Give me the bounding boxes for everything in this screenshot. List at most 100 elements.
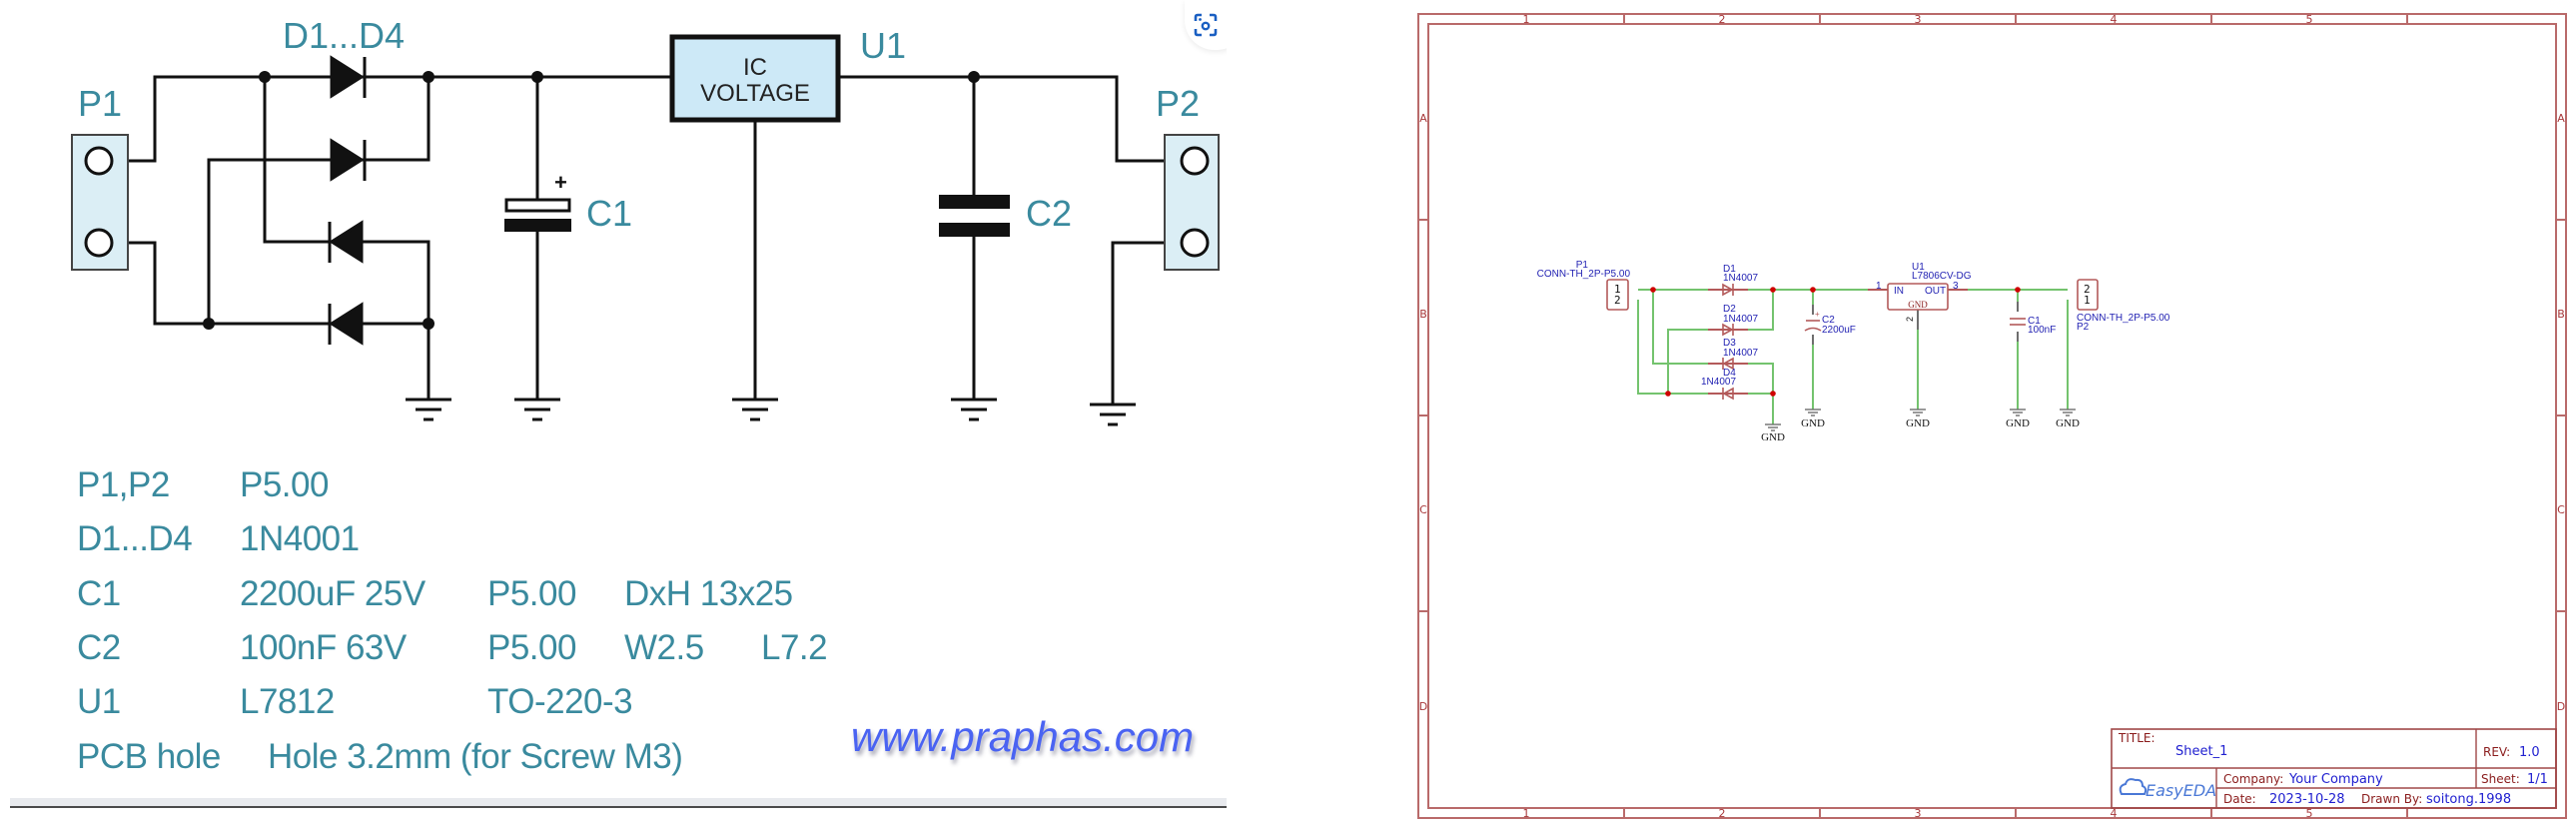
column-label: 1 [1523, 807, 1530, 820]
image-bottom-divider [10, 798, 1227, 808]
p2-pin1-number: 1 [2084, 294, 2091, 307]
date-label: Date: [2223, 792, 2256, 806]
drawn-by-value: soitong.1998 [2426, 792, 2511, 807]
c1-polarity-mark: + [554, 170, 567, 195]
d4-value: 1N4007 [1701, 377, 1736, 388]
bom-ref: C2 [77, 628, 121, 667]
c2-label: C2 [1026, 193, 1072, 234]
junction-dot [1770, 391, 1776, 397]
bom-size: DxH 13x25 [624, 574, 793, 613]
row-label: C [2557, 503, 2565, 516]
u1-pin2-number: 2 [1905, 317, 1915, 322]
bom-ref: D1...D4 [77, 519, 193, 558]
u1-pin1-number: 1 [1876, 281, 1882, 292]
ground-icon [406, 398, 451, 421]
c2-value: 2200uF [1822, 325, 1856, 336]
bom-pitch: P5.00 [487, 628, 576, 667]
drawn-by-label: Drawn By: [2361, 792, 2422, 806]
gray-pin-stubs [1812, 302, 2019, 345]
junction-dot [423, 318, 434, 330]
diode-d2-symbol [1722, 323, 1734, 337]
junction-dot [1665, 391, 1671, 397]
frame-row-labels: A B C D A B C D [1419, 112, 2565, 713]
gnd-label: GND [1801, 417, 1825, 429]
column-label: 3 [1915, 13, 1922, 26]
diode-symbols [1722, 283, 1734, 401]
p1-pin1-number: 1 [1614, 283, 1621, 296]
c1-ref: C1 [2028, 316, 2041, 327]
column-label: 4 [2111, 13, 2118, 26]
diode-d3-symbol [1722, 357, 1734, 371]
u1-label: U1 [860, 25, 906, 66]
bom-value: 2200uF 25V [240, 574, 426, 613]
p2-value: CONN-TH_2P-P5.00 [2077, 313, 2170, 324]
ground-icon [2010, 409, 2026, 416]
ground-icon [1090, 403, 1136, 426]
column-label: 4 [2111, 807, 2118, 820]
ground-icon [732, 398, 778, 421]
junction-dot [423, 71, 434, 83]
row-label: A [2557, 112, 2565, 125]
junction-dot [968, 71, 980, 83]
wire-output-rail [838, 75, 1165, 163]
title-label: TITLE: [2118, 731, 2155, 745]
d4-ref: D4 [1723, 368, 1736, 379]
visual-search-icon [1194, 13, 1218, 37]
bom-package: TO-220-3 [487, 682, 633, 721]
wire-top-rail [128, 75, 672, 163]
ground-icon [2060, 409, 2076, 416]
u1-pin-in-label: IN [1894, 286, 1904, 297]
junction-dot [2015, 287, 2021, 293]
connector-p2-symbol [1164, 134, 1220, 271]
sheet-title: Sheet_1 [2175, 744, 2227, 759]
row-label: D [1419, 700, 1427, 713]
p2-label: P2 [1156, 83, 1200, 124]
easyeda-logo: EasyEDA [2119, 778, 2216, 800]
frame-grid-ticks [1418, 14, 2566, 818]
gnd-label: GND [1761, 431, 1785, 443]
sheet-inner-frame [1427, 23, 2557, 809]
connector-p1-symbol [1606, 279, 1629, 311]
bom-value: 100nF 63V [240, 628, 407, 667]
net-wires [1637, 289, 2069, 424]
junction-dot [531, 71, 543, 83]
svg-text:+: + [1815, 310, 1820, 319]
row-label: C [1419, 503, 1427, 516]
bom-value: L7812 [240, 682, 335, 721]
junction-dot [203, 318, 215, 330]
capacitor-c1-symbol [504, 198, 571, 232]
wire-bridge-right-b [345, 240, 430, 400]
bom-width: W2.5 [624, 628, 704, 667]
ground-symbols [406, 398, 1136, 426]
d2-ref: D2 [1723, 304, 1736, 315]
u1-ref: U1 [1912, 262, 1925, 273]
bom-ref: C1 [77, 574, 121, 613]
diode-d4-symbol [1722, 387, 1734, 401]
cloud-icon [2119, 778, 2147, 795]
wire-bridge-left-a [263, 77, 345, 244]
ground-icon [1765, 423, 1781, 431]
junction-dot [1810, 287, 1816, 293]
regulator-ic-symbol [669, 34, 841, 123]
regulator-u1-symbol [1887, 283, 1949, 311]
connector-p1-symbol [71, 134, 129, 271]
wire-bridge-right-a [345, 77, 430, 162]
wire-bottom-ac [128, 241, 429, 326]
connector-p2-symbol [2077, 279, 2099, 311]
gnd-label: GND [1906, 417, 1930, 429]
diode-d4-symbol [328, 302, 364, 346]
wire-p2-gnd [1111, 241, 1165, 405]
logo-text: EasyEDA [2146, 781, 2216, 800]
column-label: 5 [2306, 807, 2313, 820]
ic-label-line2: VOLTAGE [700, 80, 810, 107]
wire-bridge-left-b [207, 158, 345, 324]
ground-icon [514, 398, 560, 421]
junction-dot [259, 71, 271, 83]
row-label: B [1419, 308, 1427, 321]
column-label: 2 [1719, 807, 1726, 820]
bom-ref: U1 [77, 682, 121, 721]
u1-value: L7806CV-DG [1912, 271, 1972, 282]
p1-pin2-number: 2 [1614, 294, 1621, 307]
diode-d3-symbol [328, 220, 364, 264]
diodes-label: D1...D4 [283, 15, 405, 56]
